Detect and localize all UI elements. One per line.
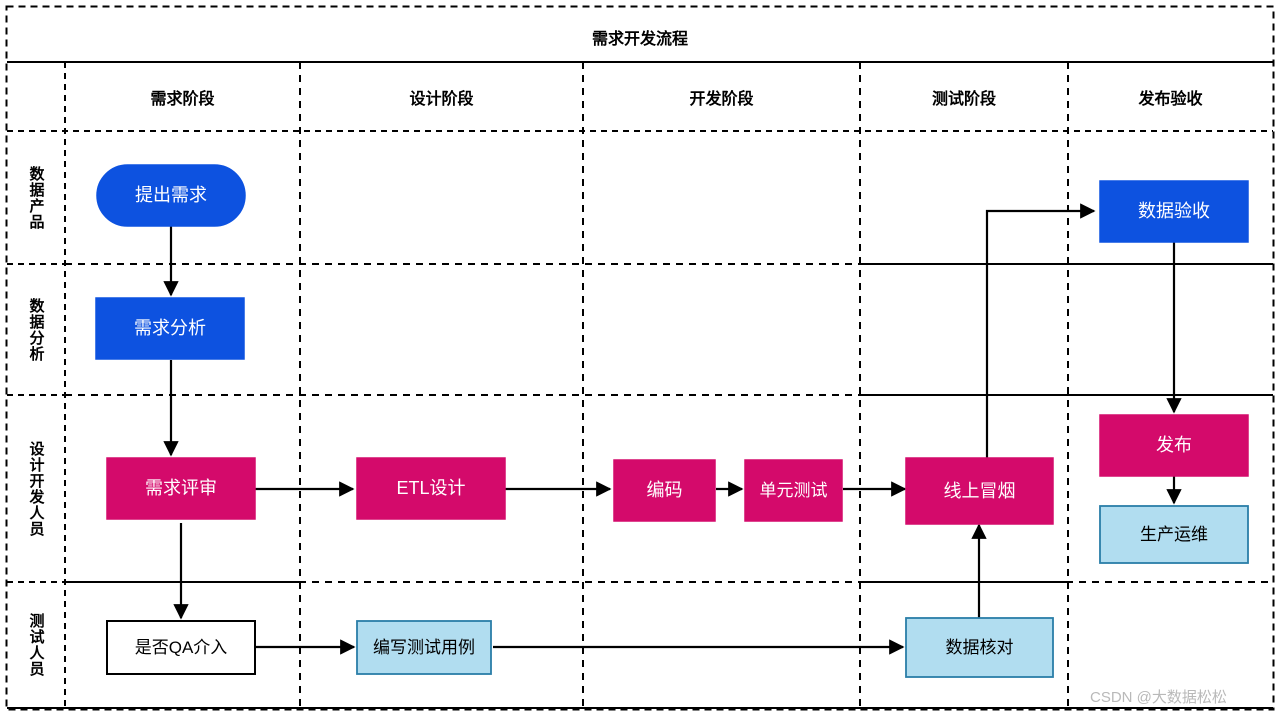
node-fabu[interactable] (1099, 414, 1249, 477)
column-header-design: 设计阶段 (409, 90, 474, 108)
row-label-design-dev: 设计开发人员 (27, 440, 45, 537)
node-shengchanyunwei[interactable] (1099, 505, 1249, 564)
node-bianma[interactable] (613, 459, 716, 522)
column-header-testing: 测试阶段 (931, 90, 996, 108)
node-xianshangmaoyan[interactable] (905, 457, 1054, 525)
column-header-development: 开发阶段 (689, 90, 754, 108)
node-shifouqa[interactable] (106, 620, 256, 675)
row-label-data-product: 数据产品 (27, 165, 45, 230)
node-shujuyanshou[interactable] (1099, 180, 1249, 243)
node-shujuheidui[interactable] (905, 617, 1054, 678)
diagram-outer-frame (5, 5, 1275, 711)
column-header-release: 发布验收 (1138, 90, 1203, 108)
edge-xianshangmaoyan-to-shujuyanshou (985, 203, 1096, 458)
node-xuqiupingshen[interactable] (106, 457, 256, 520)
diagram-title: 需求开发流程 (591, 31, 688, 48)
node-tichuxuqiu[interactable] (96, 164, 246, 227)
node-etlsheji[interactable] (356, 457, 506, 520)
column-header-requirement: 需求阶段 (150, 90, 215, 108)
row-label-data-analysis: 数据分析 (27, 297, 45, 362)
row-label-qa: 测试人员 (27, 613, 45, 677)
node-danyuanceshi[interactable] (744, 459, 843, 522)
watermark: CSDN @大数据松松 (1090, 689, 1227, 706)
node-bianxieceshiyongli[interactable] (356, 620, 492, 675)
node-xuqiufenxi[interactable] (95, 297, 245, 360)
